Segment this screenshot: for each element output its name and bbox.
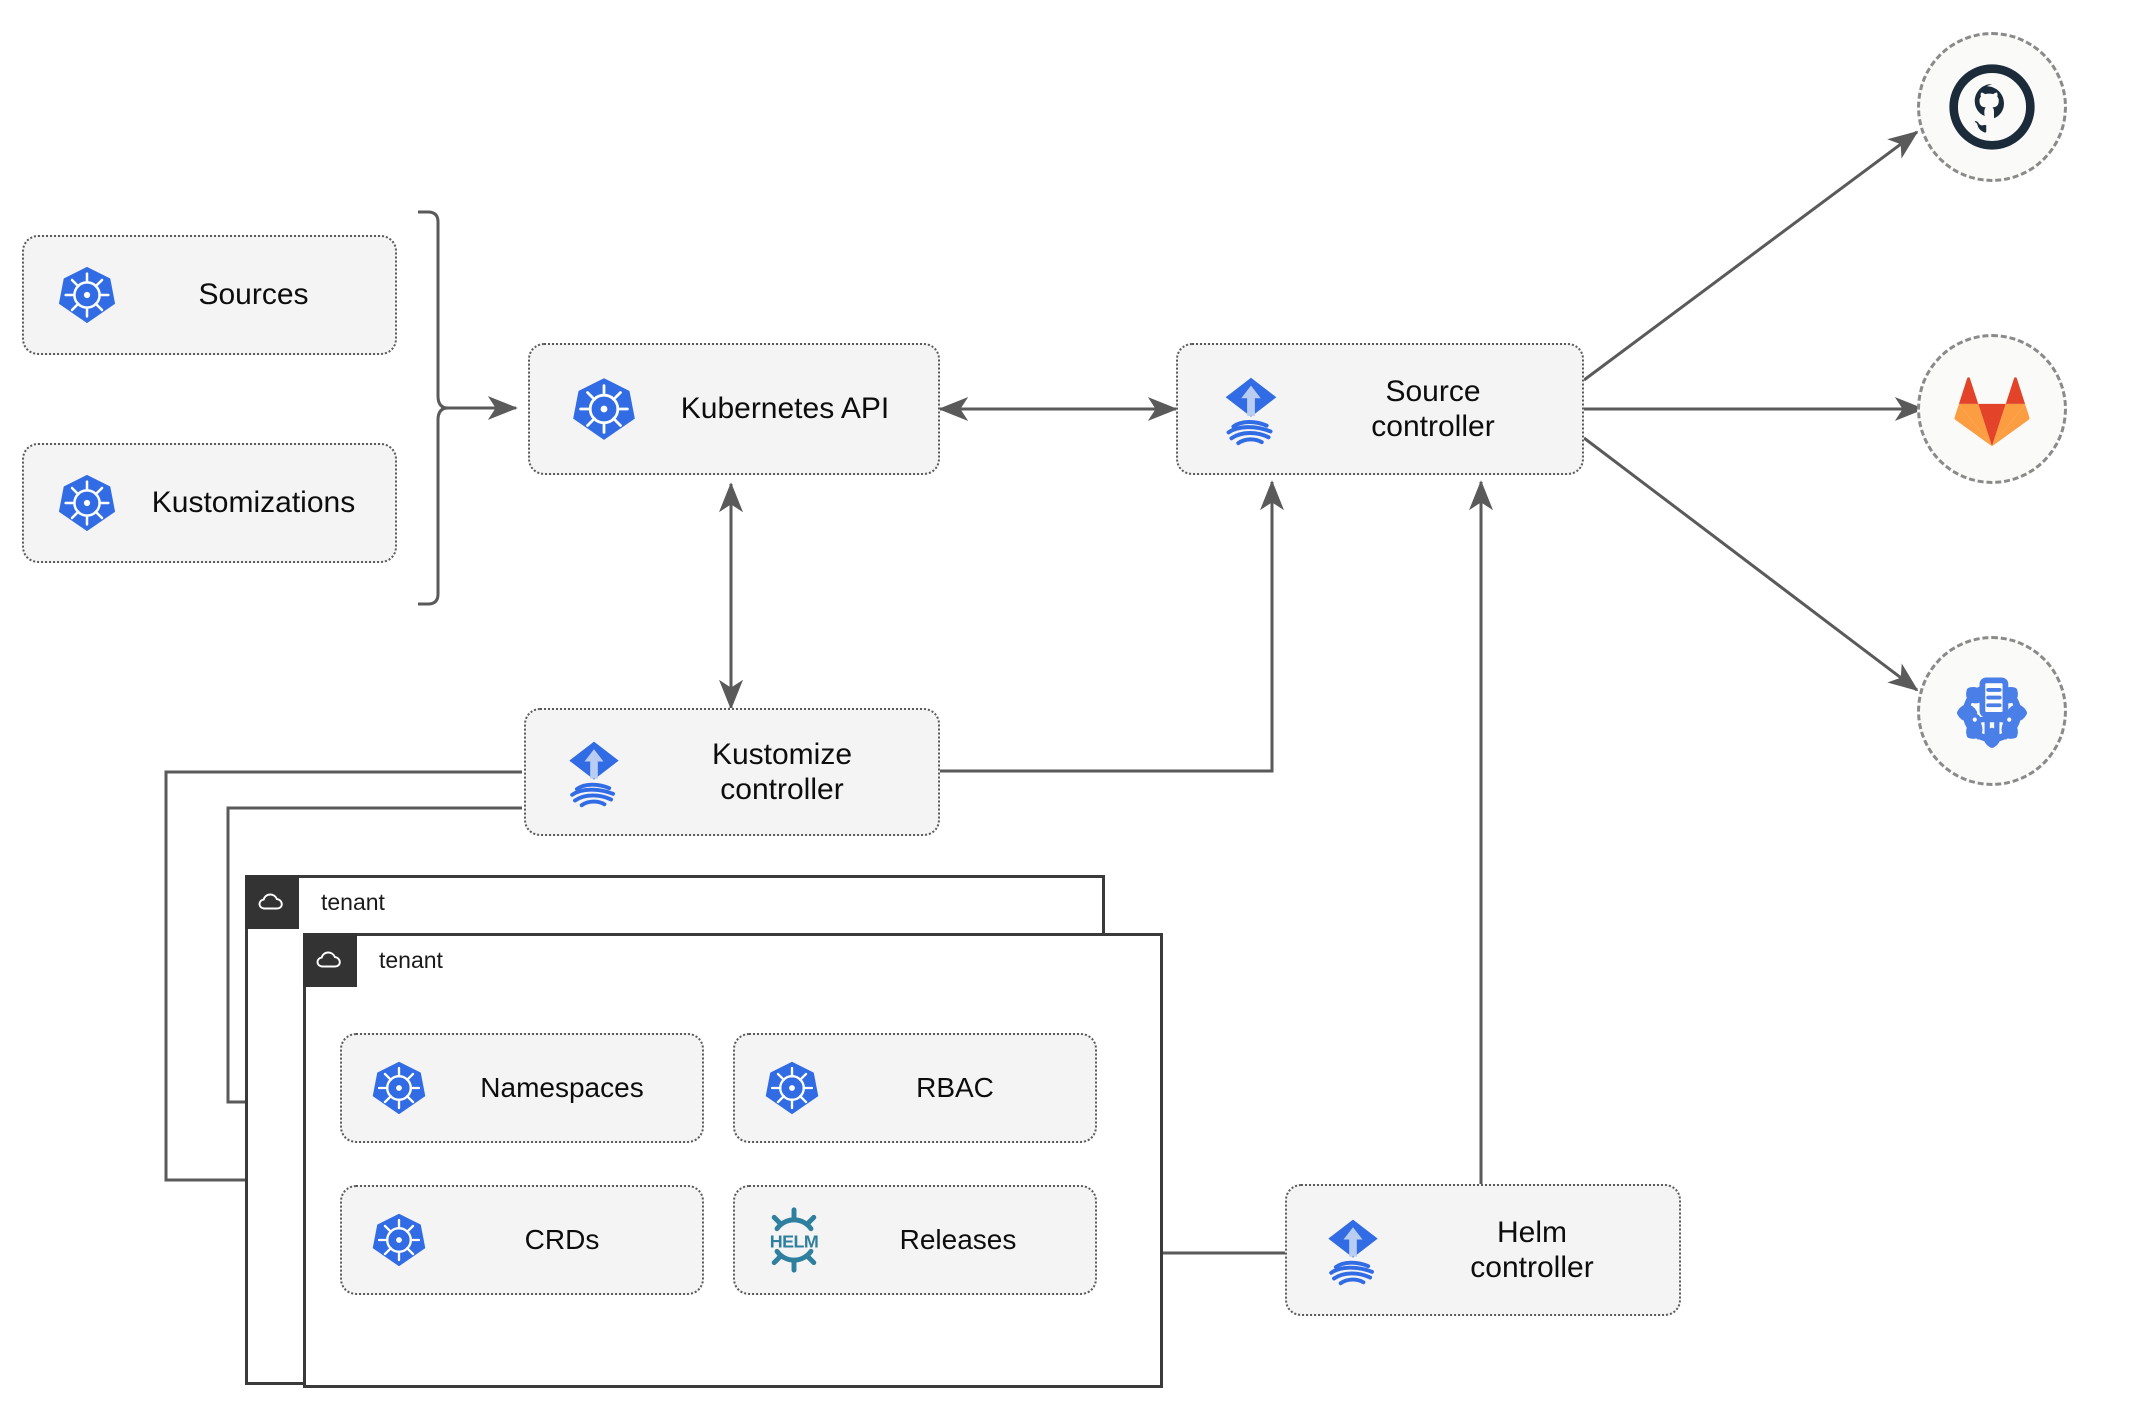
github-icon: [1949, 64, 2035, 150]
node-kubernetes-api[interactable]: Kubernetes API: [528, 343, 940, 475]
tenant-window-front[interactable]: tenant: [303, 933, 1163, 1388]
tenant-titlebar: tenant: [245, 875, 385, 929]
kubernetes-icon: [570, 375, 638, 443]
flux-icon: [556, 734, 632, 810]
node-label: Kustomizations: [151, 486, 356, 520]
node-crds[interactable]: CRDs: [340, 1185, 704, 1295]
svg-text:HELM: HELM: [770, 1232, 818, 1252]
node-label: Releases: [899, 1224, 1017, 1256]
kubernetes-icon: [370, 1059, 428, 1117]
node-kustomize-controller[interactable]: Kustomize controller: [524, 708, 940, 836]
node-helm-controller[interactable]: Helm controller: [1285, 1184, 1681, 1316]
helm-repository-icon: [1957, 677, 2027, 748]
kubernetes-icon: [56, 264, 118, 326]
kubernetes-icon: [56, 472, 118, 534]
node-label: Kustomize controller: [711, 737, 853, 806]
service-github[interactable]: [1917, 32, 2067, 182]
node-label: Sources: [198, 278, 309, 312]
node-label: CRDs: [524, 1224, 600, 1256]
node-label: Kubernetes API: [680, 392, 890, 426]
edge-resources-brace: [418, 210, 449, 606]
node-sources[interactable]: Sources: [22, 235, 397, 355]
node-source-controller[interactable]: Source controller: [1176, 343, 1584, 475]
flux-icon: [1212, 370, 1290, 448]
kubernetes-icon: [370, 1211, 428, 1269]
helm-icon: HELM: [761, 1207, 827, 1273]
tenant-titlebar: tenant: [303, 933, 443, 987]
node-label: Namespaces: [480, 1072, 644, 1104]
flux-icon: [1315, 1212, 1391, 1288]
node-rbac[interactable]: RBAC: [733, 1033, 1097, 1143]
node-label: Source controller: [1371, 374, 1495, 443]
node-namespaces[interactable]: Namespaces: [340, 1033, 704, 1143]
tenant-label: tenant: [379, 946, 443, 973]
tenant-label: tenant: [321, 888, 385, 915]
gitlab-icon: [1954, 377, 2030, 447]
service-gitlab[interactable]: [1917, 334, 2067, 484]
service-bucket[interactable]: [1917, 636, 2067, 786]
edge-sourcectrl-github: [1583, 130, 1919, 382]
node-releases[interactable]: HELM Releases: [733, 1185, 1097, 1295]
cloud-icon: [303, 933, 357, 987]
node-kustomizations[interactable]: Kustomizations: [22, 443, 397, 563]
kubernetes-icon: [763, 1059, 821, 1117]
cloud-icon: [245, 875, 299, 929]
edge-sourcectrl-bucket: [1583, 436, 1919, 692]
node-label: Helm controller: [1470, 1215, 1594, 1284]
node-label: RBAC: [916, 1072, 994, 1104]
edge-kustomizectrl-sourcectrl: [940, 480, 1284, 773]
